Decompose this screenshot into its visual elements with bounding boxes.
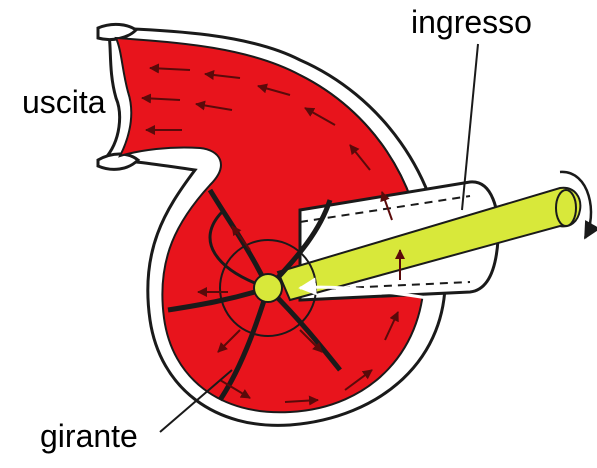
label-ingresso: ingresso (411, 6, 532, 38)
shaft-end (556, 190, 576, 226)
impeller-hub (254, 274, 282, 302)
label-uscita: uscita (22, 86, 106, 118)
label-girante: girante (40, 420, 138, 452)
outlet-flange-bottom (98, 154, 138, 169)
